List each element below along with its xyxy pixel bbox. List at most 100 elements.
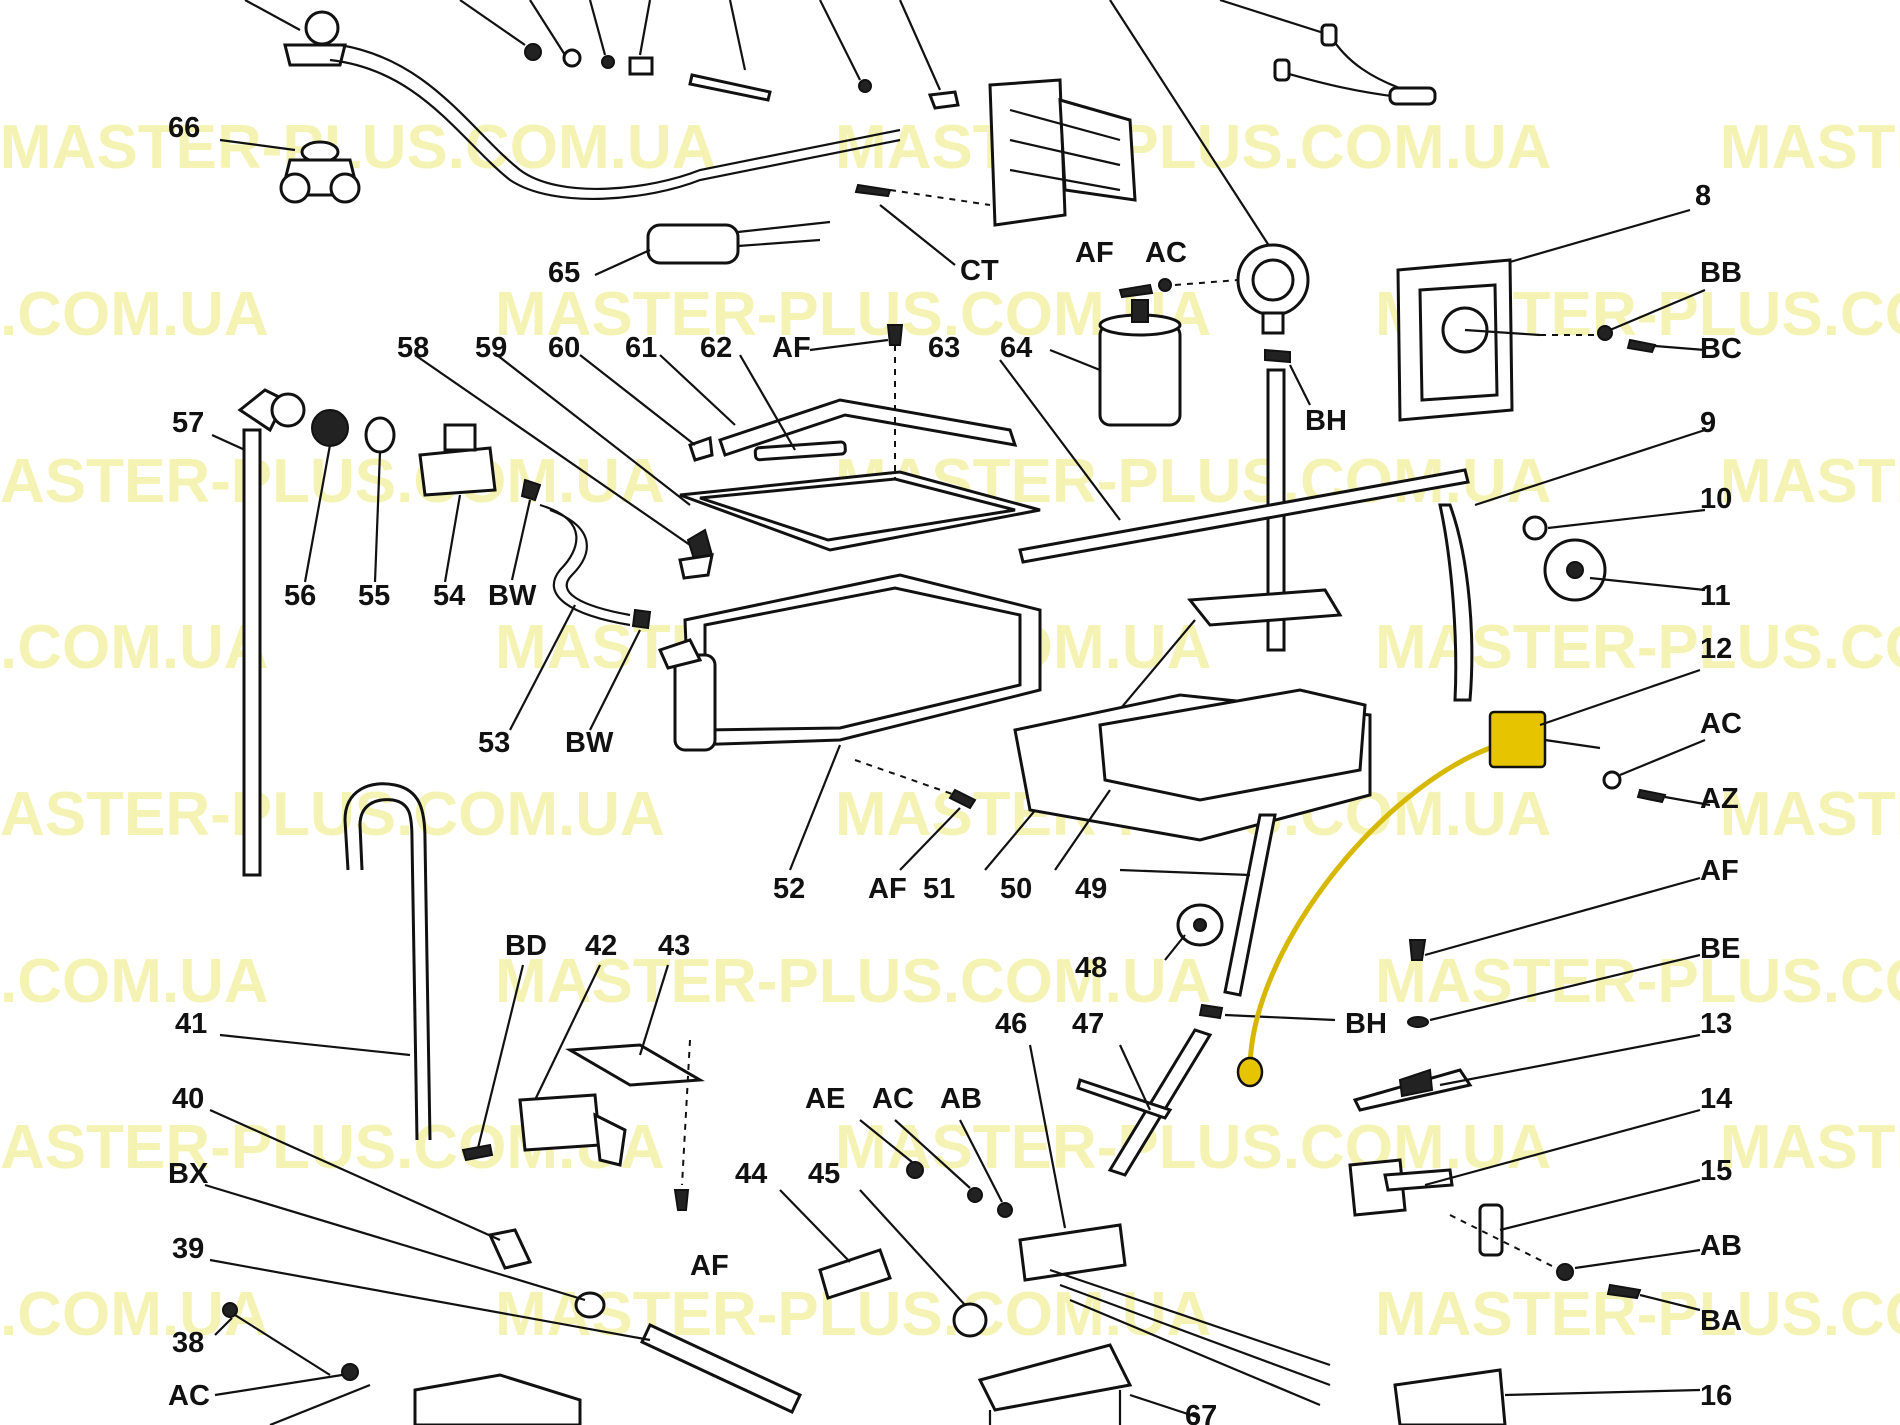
part-62 [739,354,847,462]
label-62: 62 [700,332,732,364]
part-64 [1049,299,1182,427]
watermark-text: MASTE [1720,1113,1900,1182]
label-af: AF [1075,237,1114,269]
label-44: 44 [735,1158,767,1190]
part-45 [859,1189,988,1338]
part-ac-12 [1602,738,1706,790]
label-52: 52 [773,873,805,905]
part-ac-46 [894,1119,983,1203]
part-39 [209,1258,802,1414]
label-bw: BW [565,727,614,759]
label-ac-38: AC [168,1380,210,1412]
part-38 [214,1302,331,1376]
part-9 [1438,428,1706,702]
watermark-text: MASTER-PLUS.COM.UA [0,113,716,182]
label-bc: BC [1700,333,1742,365]
part-42 [518,964,627,1167]
label-53: 53 [478,727,510,759]
label-50: 50 [1000,873,1032,905]
part-ab-46 [959,1119,1013,1218]
label-61: 61 [625,332,657,364]
part-15 [1449,1178,1701,1271]
label-az: AZ [1700,783,1739,815]
label-12: 12 [1700,633,1732,665]
label-45: 45 [808,1158,840,1190]
part-ab-15 [1556,1248,1701,1281]
part-57 [211,388,306,877]
label-67: 67 [1185,1400,1217,1425]
label-ac-46: AC [872,1083,914,1115]
part-bw-2 [589,608,652,731]
label-51: 51 [923,873,955,905]
part-bh-mid [1198,1003,1336,1022]
label-14: 14 [1700,1083,1732,1115]
top-row-parts [244,0,1437,256]
watermark-text: MASTER-PLUS.COM.UA [495,947,1211,1016]
watermark: MASTER-PLUS.COM.UA MASTER-PLUS.COM.UA MA… [0,113,1900,1349]
label-60: 60 [548,332,580,364]
part-60 [579,354,714,462]
part-ct-screw [879,204,956,266]
part-53 [509,503,631,731]
part-55 [364,416,396,583]
part-43 [565,964,705,1087]
label-bx: BX [168,1158,209,1190]
label-48: 48 [1075,952,1107,984]
part-be [1407,953,1701,1028]
part-11 [1543,538,1706,602]
label-af-62: AF [772,332,811,364]
part-ae [859,1119,924,1179]
label-af-52: AF [868,873,907,905]
part-41 [219,782,432,1141]
label-af-13: AF [1700,855,1739,887]
part-af-44 [673,1039,691,1211]
watermark-text: ASTER-PLUS.COM.UA [0,780,665,849]
part-ac-38 [214,1363,371,1425]
part-67 [977,1343,1201,1425]
label-42: 42 [585,930,617,962]
label-46: 46 [995,1008,1027,1040]
part-50 [1013,688,1372,871]
watermark-text: MASTE [1720,780,1900,849]
label-15: 15 [1700,1155,1732,1187]
label-ct: CT [960,255,999,287]
part-61 [659,354,1018,457]
label-bw: BW [488,580,537,612]
label-65: 65 [548,257,580,289]
watermark-text: MASTE [1720,113,1900,182]
label-af-44: AF [690,1250,729,1282]
label-41: 41 [175,1008,207,1040]
part-52 [657,573,1042,871]
label-38: 38 [172,1327,204,1359]
watermark-text: ASTER-PLUS.COM.UA [0,447,665,516]
watermark-text: MASTE [1720,447,1900,516]
label-13: 13 [1700,1008,1732,1040]
label-63: 63 [928,332,960,364]
label-58: 58 [397,332,429,364]
part-46 [1018,1044,1331,1407]
label-54: 54 [433,580,465,612]
label-bh-mid: BH [1345,1008,1387,1040]
watermark-text: .COM.UA [0,947,269,1016]
label-ac: AC [1145,237,1187,269]
label-be: BE [1700,933,1740,965]
label-39: 39 [172,1233,204,1265]
part-63 [999,359,1470,564]
part-12-highlighted [1236,668,1701,1088]
watermark-text: MASTER-PLUS.COM.UA [495,280,1211,349]
part-ba [1606,1283,1701,1312]
part-16 [1393,1368,1701,1425]
part-48 [1164,903,1224,961]
part-pressure-sensor [1118,243,1310,335]
watermark-text: .COM.UA [0,613,269,682]
label-10: 10 [1700,483,1732,515]
part-49 [1119,813,1277,997]
label-ac-12: AC [1700,708,1742,740]
part-14 [1348,1108,1701,1217]
part-bw-1 [510,478,542,581]
label-ae: AE [805,1083,845,1115]
label-9: 9 [1700,407,1716,439]
part-58 [414,354,714,580]
